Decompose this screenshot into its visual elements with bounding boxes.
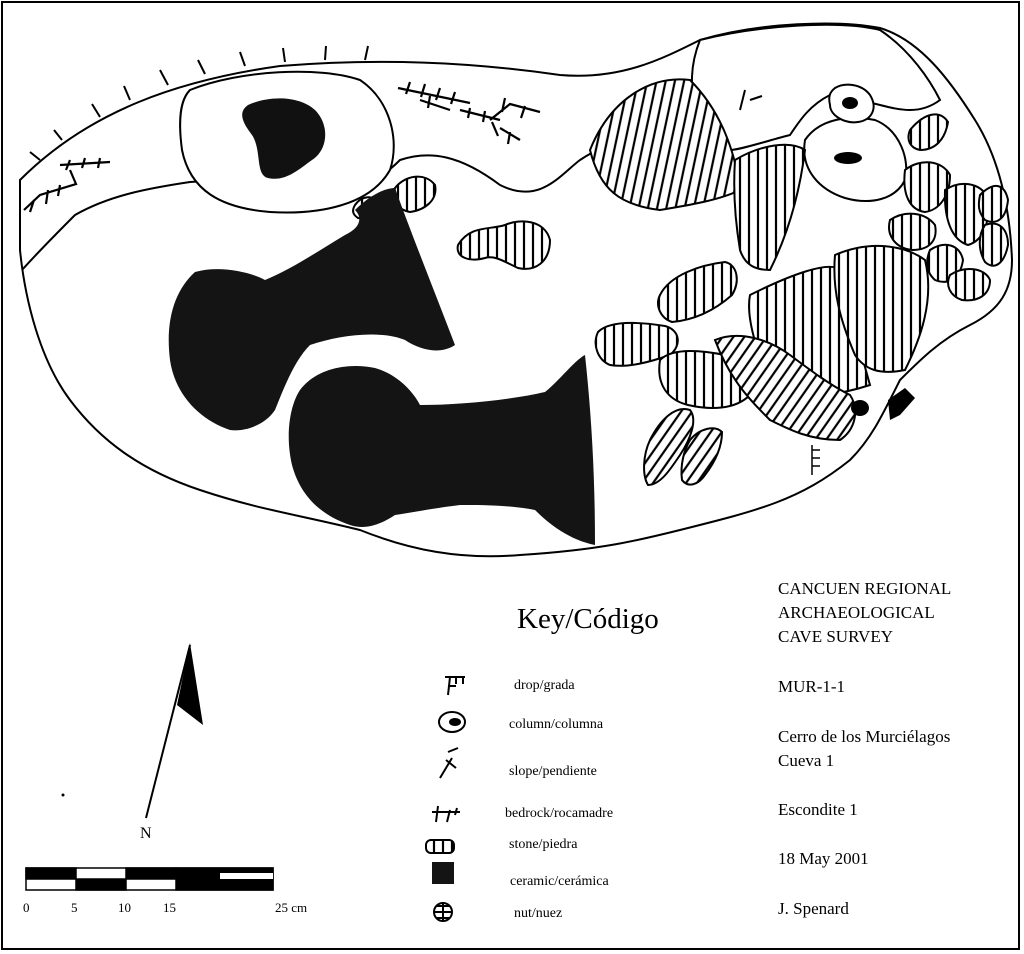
scale-tick-25: 25 cm	[275, 900, 308, 915]
ceramic-symbol	[432, 862, 454, 884]
drop-symbol	[445, 676, 465, 696]
nut-symbol	[433, 902, 453, 922]
stone-symbol	[425, 839, 455, 854]
scale-tick-5: 5	[71, 900, 78, 915]
scale-tick-10: 10	[118, 900, 131, 915]
location-line2: Cueva 1	[778, 751, 835, 770]
author-name: J. Spenard	[778, 899, 849, 918]
slope-ticks-right	[811, 445, 820, 475]
key-label-bedrock: bedrock/rocamadre	[505, 806, 614, 821]
key-label-drop: drop/grada	[514, 678, 575, 693]
location-line1: Cerro de los Murciélagos	[778, 727, 951, 746]
key-title: Key/Código	[517, 603, 659, 635]
key-label-column: column/columna	[509, 717, 604, 732]
nut-marks	[851, 388, 915, 420]
survey-title-line1: CANCUEN REGIONAL	[778, 579, 952, 598]
north-arrow	[145, 643, 203, 819]
column-symbol	[438, 711, 466, 733]
stones	[352, 78, 1010, 487]
survey-date: 18 May 2001	[778, 849, 869, 868]
north-label: N	[140, 825, 152, 842]
key-label-ceramic: ceramic/cerámica	[510, 874, 609, 889]
bedrock-markings	[23, 81, 541, 213]
bedrock-symbol	[432, 805, 460, 823]
column-formation	[803, 83, 908, 202]
drop-line-ticks	[29, 45, 369, 161]
slope-marks	[739, 89, 763, 111]
survey-title-line3: CAVE SURVEY	[778, 627, 893, 646]
key-label-nut: nut/nuez	[514, 906, 563, 921]
feature-name: Escondite 1	[778, 800, 858, 819]
dark-pool	[242, 98, 326, 179]
ceramic-upper	[168, 188, 455, 431]
key-label-slope: slope/pendiente	[509, 764, 597, 779]
speck	[61, 793, 65, 797]
scale-bar	[25, 867, 274, 891]
cave-wall-outline	[19, 22, 1014, 558]
site-code: MUR-1-1	[778, 677, 846, 696]
survey-title-line2: ARCHAEOLOGICAL	[778, 603, 935, 622]
key-symbols	[425, 676, 466, 922]
slope-symbol	[439, 747, 459, 779]
scale-tick-15: 15	[163, 900, 176, 915]
ceramic-lower	[288, 355, 595, 545]
scale-tick-0: 0	[23, 900, 30, 915]
key-label-stone: stone/piedra	[509, 837, 578, 852]
